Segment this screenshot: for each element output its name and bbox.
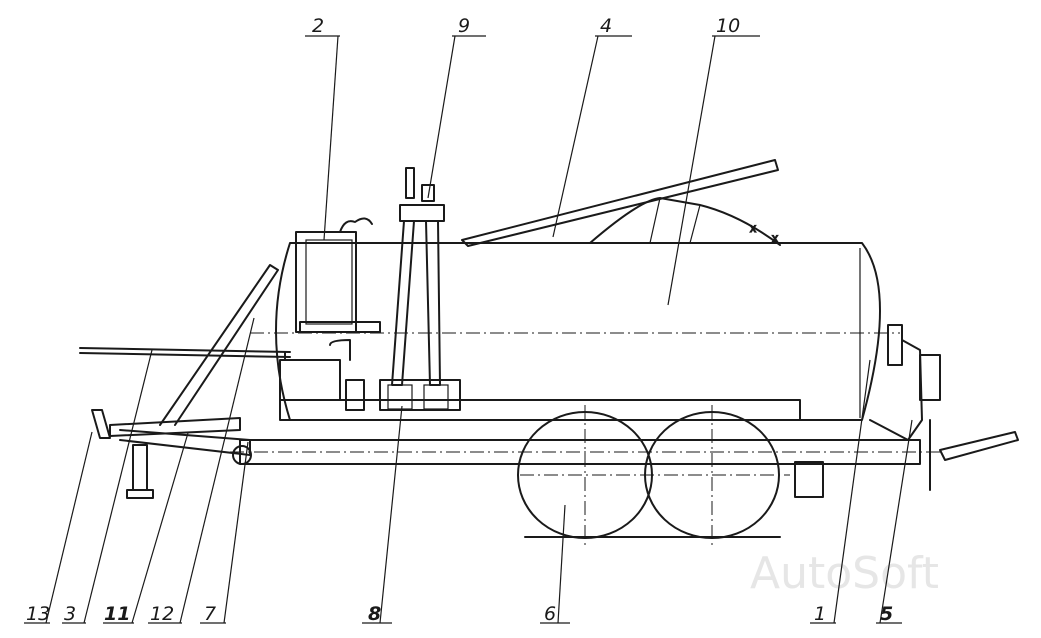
- callout-1-label: 1: [814, 603, 826, 625]
- callout-2-label: 2: [312, 15, 324, 37]
- drawbar: [79, 264, 291, 499]
- callout-8-label: 8: [368, 603, 381, 625]
- callout-10: 10: [667, 15, 760, 306]
- callout-3-label: 3: [64, 603, 76, 625]
- callout-4: 4: [552, 15, 632, 238]
- callout-11-label: 11: [104, 603, 130, 625]
- callout-5-label: 5: [880, 603, 893, 625]
- filling-compartment: [295, 217, 381, 333]
- callout-7-label: 7: [204, 603, 216, 625]
- callout-1: 1: [810, 359, 871, 625]
- callout-6-label: 6: [544, 603, 556, 625]
- svg-text:x: x: [750, 221, 756, 235]
- callout-12-label: 12: [150, 603, 174, 625]
- callout-9-label: 9: [458, 15, 470, 37]
- callout-4-label: 4: [600, 15, 612, 37]
- callout-12: 12: [148, 317, 255, 625]
- rear-equipment: [869, 324, 1019, 491]
- callout-10-label: 10: [716, 15, 740, 37]
- callout-13-label: 13: [26, 603, 50, 625]
- callout-13: 13: [24, 431, 93, 625]
- boom: x x: [461, 159, 781, 247]
- pump-block: [279, 339, 801, 421]
- callout-3: 3: [62, 349, 153, 625]
- watermark: AutoSoft: [750, 548, 939, 599]
- callout-2: 2: [305, 15, 340, 241]
- vertical-pipes: [391, 167, 445, 386]
- callout-11: 11: [103, 432, 189, 625]
- callout-5: 5: [876, 419, 913, 625]
- callout-6: 6: [540, 504, 570, 625]
- callout-7: 7: [200, 441, 249, 625]
- callout-8: 8: [362, 405, 403, 625]
- wheels: [517, 405, 790, 545]
- chassis-frame: [230, 439, 940, 498]
- callout-9: 9: [427, 15, 486, 199]
- svg-text:x: x: [772, 231, 778, 245]
